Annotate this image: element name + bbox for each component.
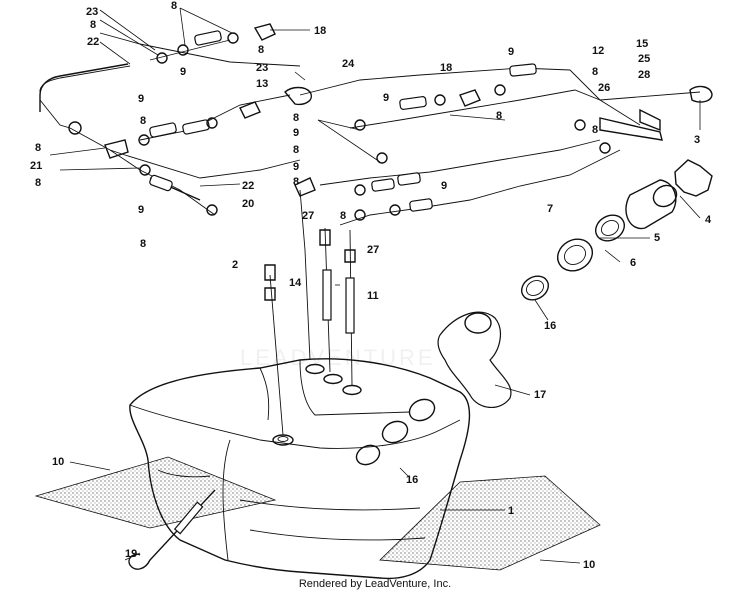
label-20: 20 bbox=[242, 198, 254, 210]
label-1: 1 bbox=[508, 505, 514, 517]
label-8-right: 8 bbox=[340, 210, 346, 222]
label-27-b: 27 bbox=[367, 244, 379, 256]
label-9-mid-b: 9 bbox=[508, 46, 514, 58]
label-8-r1: 8 bbox=[592, 66, 598, 78]
label-11: 11 bbox=[367, 290, 379, 302]
label-27-a: 27 bbox=[302, 210, 314, 222]
label-8-left-a: 8 bbox=[140, 115, 146, 127]
pad-right bbox=[379, 475, 601, 571]
label-8-mid-e: 8 bbox=[293, 176, 299, 188]
label-14: 14 bbox=[289, 277, 302, 289]
label-19: 19 bbox=[125, 548, 137, 560]
fuel-tank bbox=[129, 358, 471, 580]
label-13: 13 bbox=[256, 78, 268, 90]
label-25: 25 bbox=[638, 53, 650, 65]
label-8-low: 8 bbox=[140, 238, 146, 250]
label-8-mid-d: 8 bbox=[293, 144, 299, 156]
label-18-mid: 18 bbox=[440, 62, 452, 74]
label-23-mid: 23 bbox=[256, 62, 268, 74]
label-22-top: 22 bbox=[87, 36, 99, 48]
label-9-top: 9 bbox=[180, 66, 186, 78]
label-12: 12 bbox=[592, 45, 604, 57]
label-5: 5 bbox=[654, 232, 660, 244]
small-clamps bbox=[68, 32, 611, 221]
label-22-mid: 22 bbox=[242, 180, 254, 192]
label-10-right: 10 bbox=[583, 559, 595, 571]
label-28: 28 bbox=[638, 69, 650, 81]
leader-lines bbox=[49, 7, 701, 564]
label-9-low: 9 bbox=[138, 204, 144, 216]
footer-credit: Rendered by LeadVenture, Inc. bbox=[298, 578, 452, 590]
label-26: 26 bbox=[598, 82, 610, 94]
label-9-mid-c: 9 bbox=[293, 127, 299, 139]
label-4: 4 bbox=[705, 214, 712, 226]
label-17: 17 bbox=[534, 389, 546, 401]
label-10-left: 10 bbox=[52, 456, 64, 468]
label-16-upper: 16 bbox=[544, 320, 556, 332]
fittings bbox=[104, 23, 713, 301]
label-8-top-a: 8 bbox=[90, 19, 96, 31]
label-3: 3 bbox=[694, 134, 700, 146]
label-2: 2 bbox=[232, 259, 238, 271]
label-21: 21 bbox=[30, 160, 42, 172]
vent-tube-14 bbox=[322, 269, 332, 321]
tube-upper-left bbox=[39, 63, 129, 112]
label-8-mid-c: 8 bbox=[293, 112, 299, 124]
filler-assembly bbox=[557, 159, 713, 272]
label-8-r2: 8 bbox=[592, 124, 598, 136]
label-16-lower: 16 bbox=[406, 474, 418, 486]
hose-sections bbox=[149, 30, 537, 212]
pad-left bbox=[34, 456, 277, 529]
vent-tube-11 bbox=[345, 277, 355, 334]
label-9-left: 9 bbox=[138, 93, 144, 105]
label-7: 7 bbox=[547, 203, 553, 215]
hose-opening bbox=[464, 312, 492, 334]
neck-clamps bbox=[355, 398, 436, 466]
filler-hose bbox=[437, 311, 512, 408]
strap-spring bbox=[173, 501, 204, 535]
label-9-right: 9 bbox=[441, 180, 447, 192]
part-labels: 23 8 22 8 18 9 8 23 13 24 9 8 8 21 8 22 … bbox=[30, 0, 712, 571]
label-9-mid-a: 9 bbox=[383, 92, 389, 104]
label-9-mid-d: 9 bbox=[293, 161, 299, 173]
label-23-top: 23 bbox=[86, 6, 98, 18]
strap-hook bbox=[128, 489, 216, 570]
label-15: 15 bbox=[636, 38, 648, 50]
label-18-top: 18 bbox=[314, 25, 326, 37]
label-8-mid-b: 8 bbox=[496, 110, 502, 122]
label-8-left-b: 8 bbox=[35, 142, 41, 154]
hose-clamp-upper bbox=[520, 275, 550, 301]
label-24: 24 bbox=[342, 58, 355, 70]
label-6: 6 bbox=[630, 257, 636, 269]
label-8-top-b: 8 bbox=[171, 0, 177, 12]
label-8-left-c: 8 bbox=[35, 177, 41, 189]
label-8-mid: 8 bbox=[258, 44, 264, 56]
